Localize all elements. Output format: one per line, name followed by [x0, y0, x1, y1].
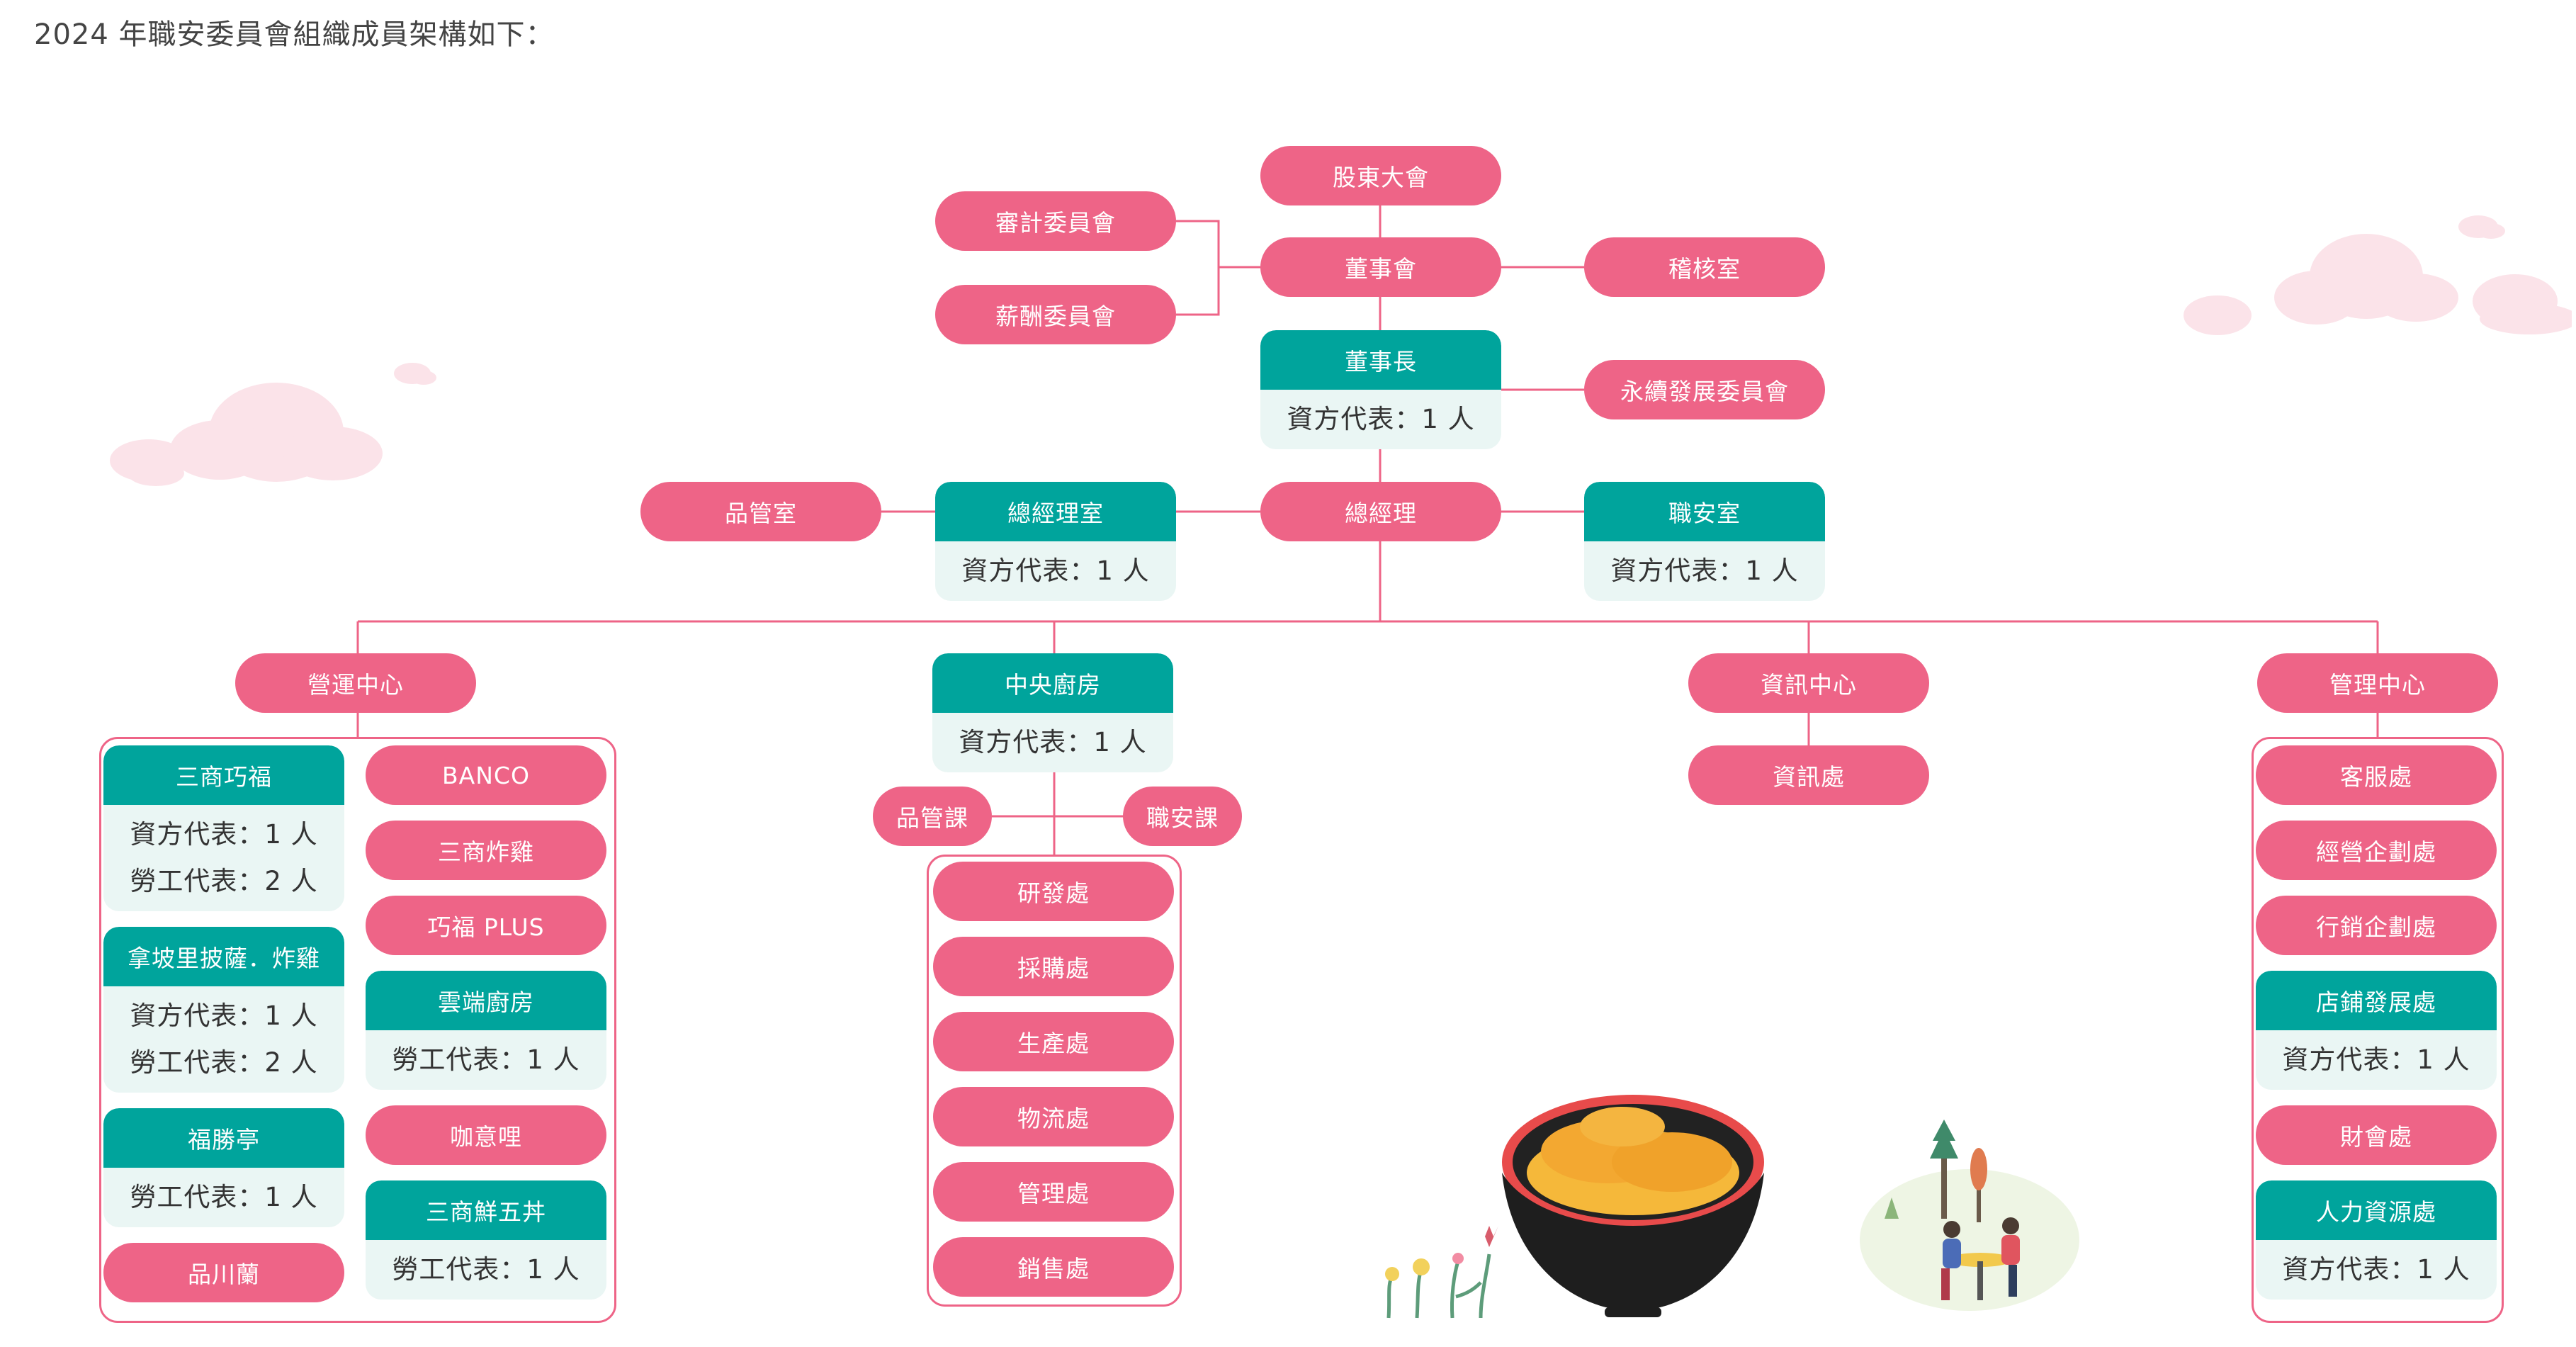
rep-count: 勞工代表：2 人 [130, 866, 318, 896]
dept-node: 物流處 [933, 1087, 1174, 1146]
rep-count: 資方代表：1 人 [1610, 556, 1799, 586]
node-ops-center: 營運中心 [235, 653, 476, 713]
node-chairman: 董事長 資方代表：1 人 [1260, 330, 1501, 449]
brand-node: 三商巧福資方代表：1 人勞工代表：2 人 [103, 745, 344, 911]
dept-node: 財會處 [2256, 1105, 2497, 1165]
node-qc-section: 品管課 [873, 787, 992, 846]
node-it-dept: 資訊處 [1688, 745, 1929, 805]
node-title: 總經理室 [935, 482, 1176, 541]
node-title: 店鋪發展處 [2256, 971, 2497, 1030]
node-gm-office: 總經理室 資方代表：1 人 [935, 482, 1176, 601]
node-title: 董事長 [1260, 330, 1501, 390]
node-audit-office: 稽核室 [1584, 237, 1825, 297]
node-title: 中央廚房 [932, 653, 1173, 713]
rep-count: 勞工代表：1 人 [392, 1254, 580, 1285]
node-title: 三商巧福 [103, 745, 344, 805]
rep-count: 勞工代表：1 人 [392, 1044, 580, 1075]
dept-node: 客服處 [2256, 745, 2497, 805]
brand-node: 拿坡里披薩．炸雞資方代表：1 人勞工代表：2 人 [103, 927, 344, 1093]
rep-count: 資方代表：1 人 [130, 1001, 318, 1031]
node-mgmt-center: 管理中心 [2257, 653, 2498, 713]
cloud-icon [394, 363, 436, 385]
dept-node: 採購處 [933, 937, 1174, 996]
rep-count: 勞工代表：1 人 [130, 1182, 318, 1212]
dept-node: 管理處 [933, 1162, 1174, 1222]
dept-node: 生產處 [933, 1012, 1174, 1071]
brand-node: BANCO [366, 745, 606, 805]
dept-node: 行銷企劃處 [2256, 896, 2497, 955]
node-title: 職安室 [1584, 482, 1825, 541]
brand-node: 品川蘭 [103, 1243, 344, 1302]
node-safety-office: 職安室 資方代表：1 人 [1584, 482, 1825, 601]
rep-count: 資方代表：1 人 [2282, 1254, 2470, 1285]
people-dining-illustration [1860, 1120, 2079, 1311]
brand-node: 三商鮮五丼勞工代表：1 人 [366, 1180, 606, 1300]
brand-node: 咖意哩 [366, 1105, 606, 1165]
node-title: 雲端廚房 [366, 971, 606, 1030]
node-board: 董事會 [1260, 237, 1501, 297]
node-title: 福勝亭 [103, 1108, 344, 1168]
node-qc-office: 品管室 [640, 482, 881, 541]
node-title: 三商鮮五丼 [366, 1180, 606, 1240]
rice-bowl-illustration [1385, 1095, 1764, 1319]
node-gm: 總經理 [1260, 482, 1501, 541]
kitchen-group [927, 855, 1182, 1307]
rep-count: 資方代表：1 人 [961, 556, 1150, 586]
node-safety-section: 職安課 [1123, 787, 1242, 846]
dept-node: 經營企劃處 [2256, 821, 2497, 880]
node-remuneration-committee: 薪酬委員會 [935, 285, 1176, 344]
rep-count: 資方代表：1 人 [959, 727, 1147, 757]
brand-node: 福勝亭勞工代表：1 人 [103, 1108, 344, 1227]
rep-count: 資方代表：1 人 [2282, 1044, 2470, 1075]
ops-group [99, 737, 616, 1323]
dept-node: 銷售處 [933, 1237, 1174, 1297]
dept-node: 人力資源處資方代表：1 人 [2256, 1180, 2497, 1300]
cloud-icon [2458, 215, 2505, 239]
brand-node: 三商炸雞 [366, 821, 606, 880]
node-central-kitchen: 中央廚房 資方代表：1 人 [932, 653, 1173, 772]
rep-count: 資方代表：1 人 [130, 819, 318, 850]
node-title: 拿坡里披薩．炸雞 [103, 927, 344, 986]
intro-text: 2024 年職安委員會組織成員架構如下： [34, 18, 555, 51]
brand-node: 巧福 PLUS [366, 896, 606, 955]
cloud-icon [2184, 234, 2572, 335]
rep-count: 勞工代表：2 人 [130, 1047, 318, 1078]
node-esg-committee: 永續發展委員會 [1584, 360, 1825, 419]
dept-node: 店鋪發展處資方代表：1 人 [2256, 971, 2497, 1090]
node-shareholders: 股東大會 [1260, 146, 1501, 205]
node-it-center: 資訊中心 [1688, 653, 1929, 713]
node-title: 人力資源處 [2256, 1180, 2497, 1240]
mgmt-group [2252, 737, 2504, 1323]
brand-node: 雲端廚房勞工代表：1 人 [366, 971, 606, 1090]
node-audit-committee: 審計委員會 [935, 191, 1176, 251]
rep-count: 資方代表：1 人 [1287, 404, 1475, 434]
dept-node: 研發處 [933, 862, 1174, 921]
cloud-icon [110, 383, 383, 486]
